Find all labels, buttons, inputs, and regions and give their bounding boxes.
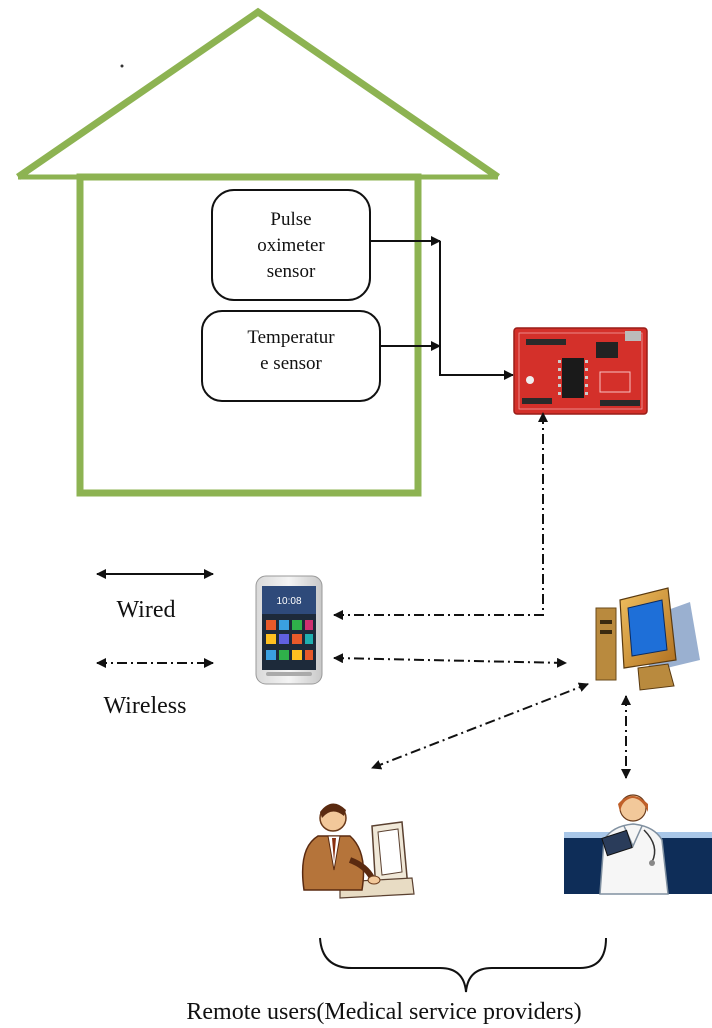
temperature-label-line2: e sensor [260, 353, 322, 374]
remote-user-at-computer-icon [301, 803, 415, 899]
wireless-label: Wireless [103, 693, 186, 719]
house-walls [76, 173, 422, 497]
phone-to-computer-link [333, 653, 567, 668]
pulse-label-line3: sensor [267, 261, 316, 282]
board-to-phone-link [333, 412, 548, 620]
pulse-label-line2: oximeter [257, 235, 325, 256]
remote-users-caption: Remote users(Medical service providers) [186, 999, 581, 1025]
wired-connections [370, 236, 514, 380]
curly-brace-icon [319, 937, 607, 993]
temperature-sensor-box: Temperatur e sensor [201, 310, 381, 402]
microcontroller-board-icon [513, 327, 648, 415]
doctor-icon [564, 794, 712, 895]
house-roof [16, 7, 500, 180]
pulse-oximeter-sensor-box: Pulse oximeter sensor [211, 189, 371, 301]
wired-label: Wired [116, 597, 175, 623]
temperature-label-line1: Temperatur [247, 327, 335, 348]
wireless-connections [333, 412, 631, 779]
smartphone-icon: 10:08 [255, 575, 323, 685]
pulse-label-line1: Pulse [270, 209, 311, 230]
desktop-computer-icon [595, 587, 700, 691]
house-icon [16, 7, 500, 497]
stray-dot [120, 64, 124, 68]
computer-to-remote-user-link [371, 682, 589, 770]
phone-clock: 10:08 [276, 596, 301, 607]
legend: Wired Wireless [96, 569, 214, 719]
